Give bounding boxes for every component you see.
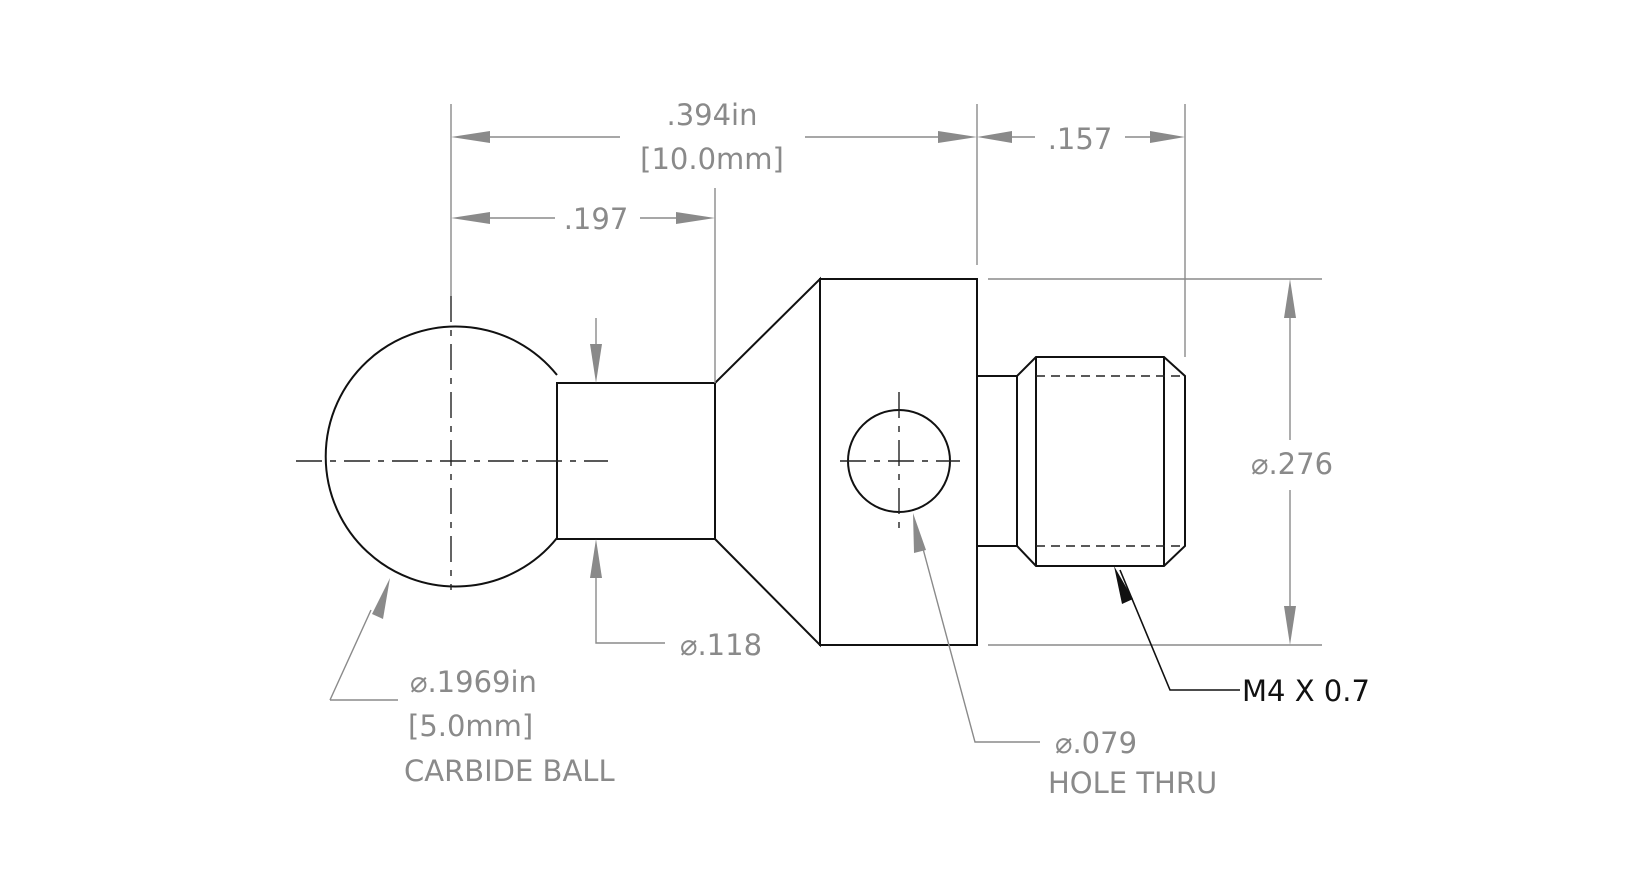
thread-relief (976, 375, 1018, 547)
thread-length-value: .157 (1048, 122, 1113, 156)
hole-note: HOLE THRU (1048, 766, 1217, 800)
dimension-neck-diameter: ⌀.118 (590, 318, 762, 662)
dimension-thread-length: .157 (977, 122, 1185, 156)
flange-diameter-value: ⌀.276 (1251, 447, 1333, 481)
ball-offset-value: .197 (564, 202, 629, 236)
carbide-ball (324, 325, 558, 588)
neck-body (556, 382, 716, 540)
dimension-overall: .394in [10.0mm] (451, 98, 977, 176)
leader-carbide-ball: ⌀.1969in [5.0mm] CARBIDE BALL (329, 578, 615, 788)
cone-taper (714, 276, 821, 648)
overall-length-in: .394in (666, 98, 757, 132)
ball-note: CARBIDE BALL (404, 754, 615, 788)
dimension-ball-offset: .197 (451, 202, 715, 236)
leader-hole: ⌀.079 HOLE THRU (913, 513, 1217, 800)
part-outline (324, 276, 1186, 648)
center-lines (296, 296, 960, 590)
hole-diameter-value: ⌀.079 (1055, 726, 1137, 760)
leader-thread-spec: M4 X 0.7 (1114, 566, 1370, 708)
neck-diameter-value: ⌀.118 (680, 628, 762, 662)
extension-lines (450, 104, 1322, 646)
overall-length-mm: [10.0mm] (640, 142, 784, 176)
thread-body (1016, 356, 1186, 567)
ball-diameter-mm: [5.0mm] (408, 709, 533, 743)
thread-leader-line (1119, 569, 1240, 691)
ball-diameter-in: ⌀.1969in (410, 665, 537, 699)
thread-spec-value: M4 X 0.7 (1242, 674, 1370, 708)
dimension-flange-diameter: ⌀.276 (1251, 279, 1333, 645)
